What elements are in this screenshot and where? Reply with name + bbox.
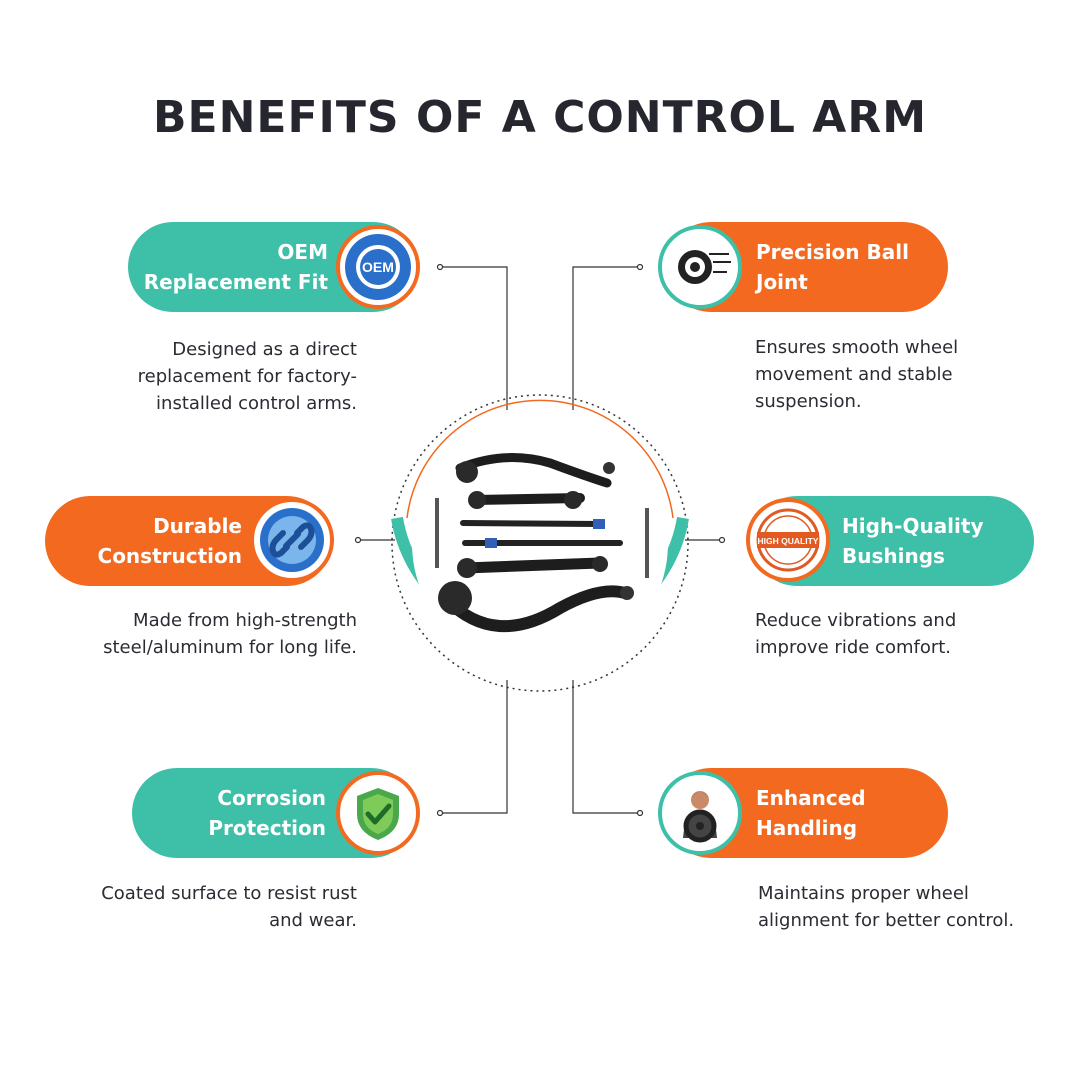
durable-title-line1: Durable bbox=[153, 514, 242, 538]
ball-joint-description: Ensures smooth wheel movement and stable… bbox=[755, 337, 959, 412]
bushings-title-line1: High-Quality bbox=[842, 514, 984, 538]
handling-title-line1: Enhanced bbox=[756, 786, 866, 810]
high-quality-stamp-icon: HIGH QUALITY bbox=[746, 498, 830, 582]
handling-description: Maintains proper wheel alignment for bet… bbox=[758, 883, 1015, 931]
corrosion-title-line2: Protection bbox=[208, 816, 326, 840]
dotted-ring bbox=[391, 394, 689, 692]
oem-title-line1: OEM bbox=[277, 240, 328, 264]
bushings-title-line2: Bushings bbox=[842, 544, 945, 568]
driver-steering-wheel-icon bbox=[658, 771, 742, 855]
ball-joint-title-line1: Precision Ball bbox=[756, 240, 909, 264]
ball-joint-title-line2: Joint bbox=[756, 270, 808, 294]
handling-title-line2: Handling bbox=[756, 816, 858, 840]
shield-check-icon bbox=[336, 771, 420, 855]
svg-text:HIGH QUALITY: HIGH QUALITY bbox=[758, 536, 819, 546]
chain-link-icon bbox=[250, 498, 334, 582]
corrosion-title-line1: Corrosion bbox=[217, 786, 326, 810]
oem-title-line2: Replacement Fit bbox=[143, 270, 328, 294]
spinning-wheel-icon bbox=[658, 225, 742, 309]
oem-seal-icon: OEM bbox=[336, 225, 420, 309]
svg-text:OEM: OEM bbox=[362, 259, 394, 275]
control-arm-kit-image bbox=[435, 453, 649, 633]
durable-title-line2: Construction bbox=[97, 544, 242, 568]
durable-description: Made from high-strength steel/aluminum f… bbox=[103, 610, 357, 658]
page-title: BENEFITS OF A CONTROL ARM bbox=[153, 92, 927, 143]
center-product-graphic bbox=[391, 394, 689, 692]
corrosion-description: Coated surface to resist rust and wear. bbox=[101, 883, 357, 931]
orange-ring bbox=[406, 399, 674, 519]
oem-description: Designed as a direct replacement for fac… bbox=[137, 339, 357, 414]
bushings-description: Reduce vibrations and improve ride comfo… bbox=[755, 610, 957, 658]
